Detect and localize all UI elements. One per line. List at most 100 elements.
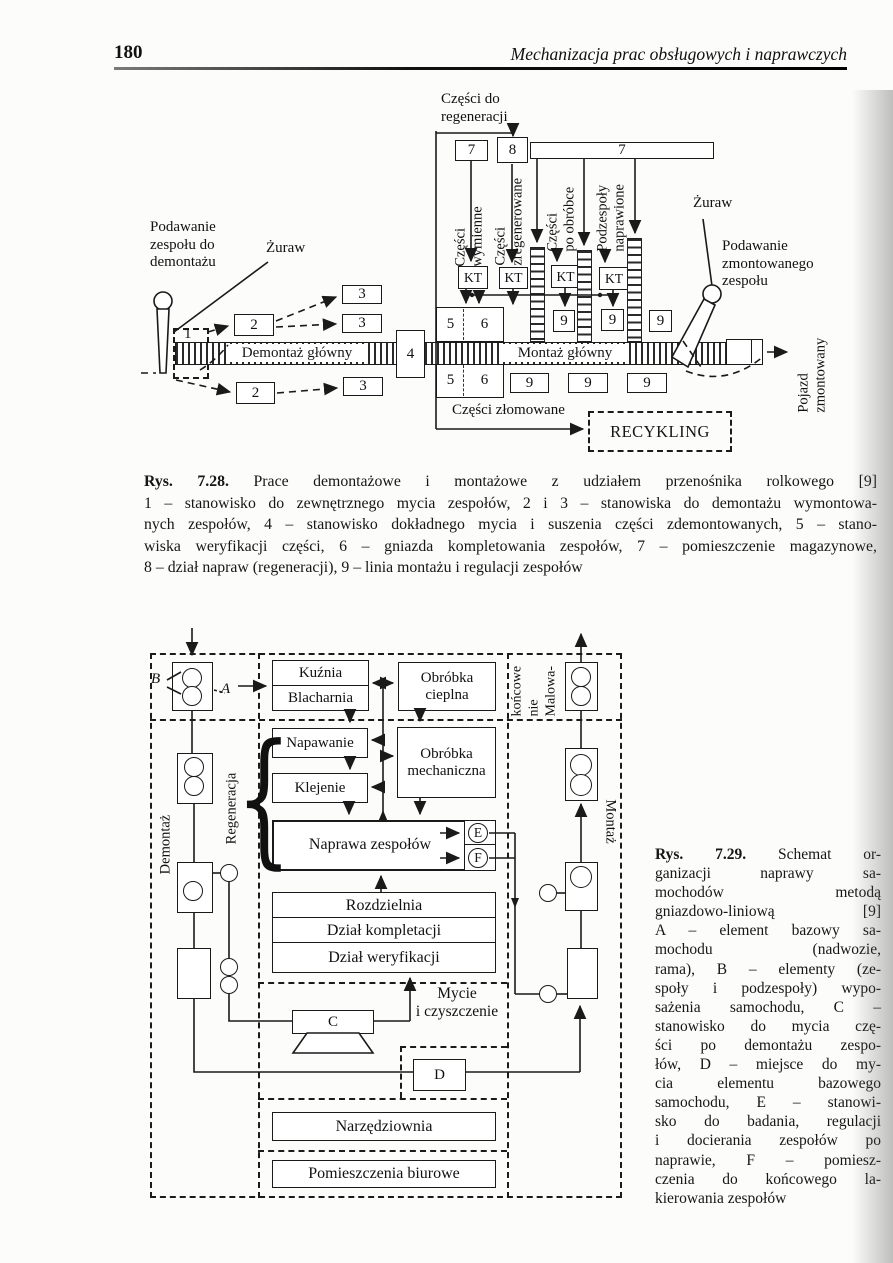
box-label: Obróbka mechaniczna (407, 745, 486, 779)
label-parts-for-regeneration: Części do regeneracji (441, 91, 508, 125)
repair-dept-8-box: 8 (497, 137, 528, 163)
plant-outer-boundary (150, 653, 622, 1198)
toolroom-region-top-border (258, 1098, 507, 1100)
box-label: 7 (467, 142, 476, 159)
box-label: Narzędziownia (335, 1117, 433, 1135)
label-replacement-parts: Części wymienne (452, 206, 485, 267)
label-crane-left: Żuraw (266, 240, 306, 256)
workpiece-circle (539, 884, 557, 902)
workpiece-circle (184, 757, 204, 777)
caption-line: i docierania zespołów po (655, 1132, 881, 1150)
label-scrapped-parts: Części złomowane (452, 402, 565, 418)
caption-line: Rys. 7.29. Schemat or- (655, 845, 881, 864)
caption-line: Rys. 7.28. Prace demontażowe i montażowe… (144, 471, 877, 493)
workpiece-circle (182, 668, 202, 688)
workpiece-circle (220, 976, 238, 994)
verification-dept-box: Dział weryfikacji (272, 942, 496, 973)
box-label: Dział weryfikacji (328, 948, 440, 966)
assembly-station-box-3 (567, 948, 598, 999)
box-label: Pomieszczenia biurowe (308, 1165, 460, 1183)
page-number: 180 (114, 42, 143, 63)
parts-washing-c-box: C (292, 1010, 374, 1034)
workpiece-circle (220, 864, 238, 882)
workpiece-circle (570, 754, 592, 776)
workpiece-circle (571, 667, 591, 687)
assembly-line-9-lower-1: 9 (510, 373, 549, 393)
gluing-box: Klejenie (272, 773, 368, 803)
workpiece-circle (539, 985, 557, 1003)
disassembly-conveyor: Demontaż główny (175, 342, 397, 365)
label-station-1: 1 (184, 326, 192, 342)
caption-line: stanowisko do mycia czę- (655, 1017, 881, 1035)
disassembly-station-2-upper: 2 (234, 314, 274, 336)
cell-5: 5 (446, 372, 455, 389)
painting-room-f-circle: F (468, 848, 488, 868)
box-label: Dział kompletacji (326, 921, 442, 939)
unit-repair-label: Naprawa zespołów (308, 836, 432, 854)
storage-room-7-wide-box: 7 (530, 142, 714, 159)
box-label: 9 (656, 312, 665, 329)
box-label: 9 (560, 312, 568, 329)
machining-box: Obróbka mechaniczna (397, 727, 496, 798)
caption-line: mochodu (nadwozie, (655, 941, 881, 959)
forge-cell: Kuźnia (273, 661, 368, 686)
workpiece-circle (220, 958, 238, 976)
bodyshop-cell: Blacharnia (288, 689, 353, 706)
assembly-line-9-upper-2: 9 (601, 309, 624, 331)
kt-station-2: KT (499, 267, 528, 289)
figure-7-29-caption: Rys. 7.29. Schemat or- ganizacji naprawy… (655, 845, 881, 1208)
workpiece-circle (184, 776, 204, 796)
washing-station-4-box: 4 (396, 330, 425, 378)
box-label: KT (605, 270, 623, 286)
box-label: 9 (525, 374, 534, 391)
box-label: 2 (250, 316, 258, 333)
toolroom-box: Narzędziownia (272, 1112, 496, 1141)
box-label: C (327, 1013, 338, 1030)
caption-line: 1 – stanowisko do zewnętrznego mycia zes… (144, 494, 877, 512)
workpiece-circle (183, 881, 203, 901)
box-label: 9 (643, 374, 651, 391)
roller-conveyor-vertical-1 (530, 247, 545, 342)
assembly-station-box-2 (565, 862, 598, 911)
assembly-line-9-upper-1: 9 (553, 310, 575, 332)
box-label: 3 (358, 286, 366, 303)
workpiece-circle (571, 686, 591, 706)
box-label: KT (464, 269, 482, 285)
line: Malowa- (543, 665, 559, 717)
box-label: 4 (406, 345, 415, 362)
caption-line: rama), B – elementy (ze- (655, 960, 881, 978)
label-regenerated-parts: Części zregenerowane (492, 177, 525, 266)
disassembly-station-3-top: 3 (342, 285, 382, 304)
box-label: Napawanie (286, 734, 354, 751)
kt-station-4: KT (599, 267, 629, 290)
figure-number: Rys. 7.28. (144, 473, 229, 490)
box-label: KT (556, 268, 575, 284)
page-scan-shadow (852, 90, 893, 1263)
workpiece-circle (570, 866, 592, 888)
caption-line: społy i podzespoły) wypo- (655, 979, 881, 997)
vehicle-box-divider (751, 340, 752, 363)
caption-line: nych zespołów, 4 – stanowisko dokładnego… (144, 516, 877, 534)
verification-5-6-lower-box: 5 6 (436, 363, 504, 398)
caption-line: naprawie, F – pomiesz- (655, 1151, 881, 1169)
completion-dept-box: Dział kompletacji (272, 917, 496, 944)
label-repaired-subassemblies: Podzespoły naprawione (594, 184, 627, 252)
label-b: B (151, 671, 161, 687)
kt-station-3: KT (551, 265, 580, 288)
caption-line: samochodu, E – stanowi- (655, 1094, 881, 1112)
label-crane-right: Żuraw (693, 195, 733, 211)
box-label: D (434, 1066, 445, 1083)
label-assembly-zone: Montaż (602, 799, 619, 844)
washing-region-top-border (258, 982, 507, 984)
region-divider-top-row (150, 719, 622, 721)
figure-title: Prace demontażowe i montażowe z udziałem… (228, 473, 877, 490)
region-divider-right (507, 653, 509, 1198)
caption-line: ści po demontażu zespo- (655, 1036, 881, 1054)
caption-line: mochodów metodą (655, 884, 881, 902)
regeneration-brace: { (236, 713, 292, 883)
caption-line: cia elementu bazowego (655, 1075, 881, 1093)
disassembly-station-2-lower: 2 (236, 382, 275, 404)
cell-divider (463, 365, 464, 396)
